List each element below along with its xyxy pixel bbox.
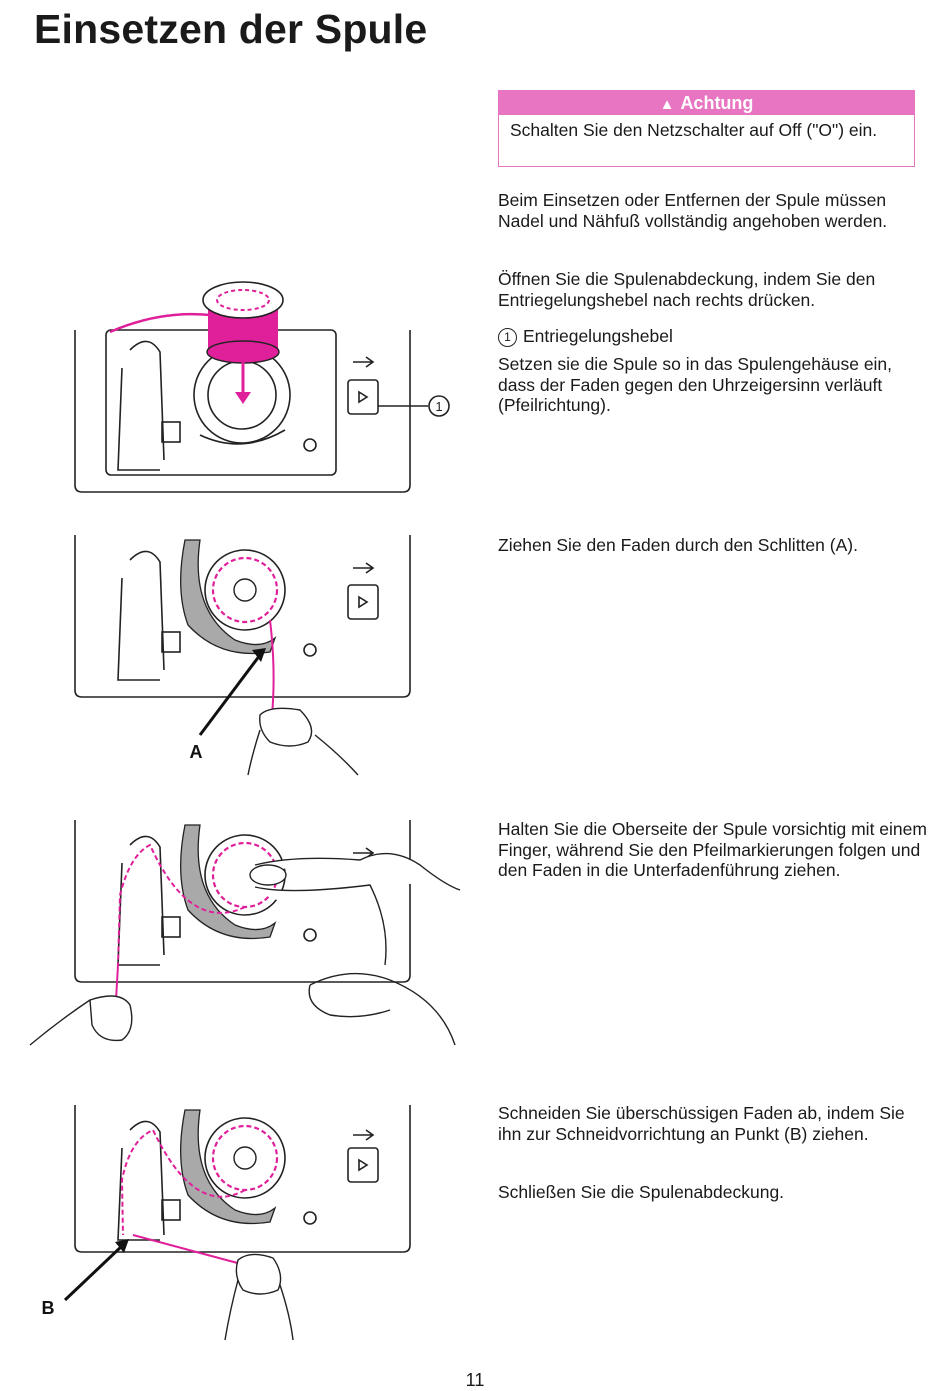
label-b: B: [42, 1298, 55, 1318]
legend-label: Entriegelungshebel: [523, 326, 673, 346]
thread-line: [132, 1234, 246, 1266]
warning-triangle-icon: ▲: [659, 96, 675, 113]
pointer-arrow-icon: [63, 1243, 125, 1302]
thread-path: [117, 843, 246, 966]
figure-cut-thread: B: [42, 1105, 411, 1341]
step-text-insert-bobbin: Setzen sie die Spule so in das Spulengeh…: [498, 354, 893, 415]
hand-finger: [254, 852, 461, 966]
step-text-close-cover: Schließen Sie die Spulenabdeckung.: [498, 1182, 785, 1202]
page-title: Einsetzen der Spule: [34, 6, 428, 52]
figure-callout-1: 1: [435, 399, 442, 414]
caution-heading: Achtung: [680, 93, 754, 113]
fingertip: [235, 1253, 282, 1295]
figure-pull-thread-slot: A: [74, 535, 411, 776]
thread-path: [120, 1128, 246, 1236]
bobbin-top: [202, 281, 284, 319]
step-text-open-cover: Öffnen Sie die Spulenabdeckung, indem Si…: [498, 269, 876, 310]
fingertip-left: [29, 995, 133, 1046]
figure-insert-bobbin: 1: [74, 281, 450, 493]
thread-line: [269, 619, 275, 716]
caution-header: ▲ Achtung: [499, 91, 914, 115]
caution-box: ▲ Achtung Schalten Sie den Netzschalter a…: [498, 90, 915, 167]
caution-text: Schalten Sie den Netzschalter auf Off ("…: [510, 120, 878, 140]
step-text-cut-thread: Schneiden Sie überschüssigen Faden ab, i…: [498, 1103, 905, 1144]
page-number: 11: [465, 1370, 485, 1390]
fingertip: [259, 707, 313, 747]
figure-hold-bobbin: [29, 820, 461, 1046]
hand-right: [308, 972, 456, 1046]
step-text-pull-thread-slot: Ziehen Sie den Faden durch den Schlitten…: [498, 535, 858, 555]
step-text-hold-bobbin: Halten Sie die Oberseite der Spule vorsi…: [498, 819, 927, 880]
thread-guide: [180, 1109, 277, 1225]
pointer-arrow-icon: [198, 654, 262, 736]
label-a: A: [190, 742, 203, 762]
callout-number-1: 1: [498, 328, 517, 347]
step-text-lift-needle: Beim Einsetzen oder Entfernen der Spule …: [498, 190, 888, 231]
thread-line: [109, 312, 211, 334]
legend-release-lever: 1 Entriegelungshebel: [498, 326, 673, 347]
